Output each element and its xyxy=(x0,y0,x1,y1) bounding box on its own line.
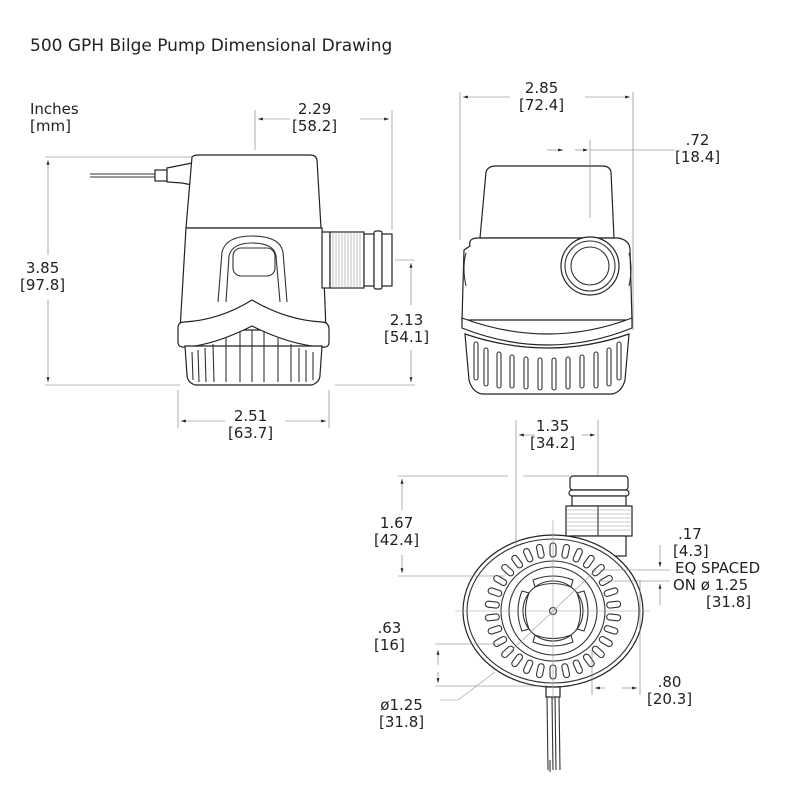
dim-base-width: 2.51 [63.7] xyxy=(228,407,274,442)
dim-outlet-height: 2.13 [54.1] xyxy=(384,311,430,346)
strainer-slots xyxy=(191,330,314,383)
outlet-port xyxy=(560,236,620,296)
strainer-band xyxy=(177,299,330,348)
front-motor-cap xyxy=(479,165,615,239)
front-view xyxy=(459,92,675,395)
bottom-view xyxy=(398,420,670,772)
dim-outlet-projection: 1.67 [42.4] xyxy=(374,514,420,549)
dim-bolt-circle: ø1.25 [31.8] xyxy=(379,696,425,731)
front-strainer xyxy=(464,333,630,395)
dim-outlet-center-offset: 1.35 [34.2] xyxy=(530,417,576,452)
dim-outlet-offset: .72 [18.4] xyxy=(675,131,721,166)
dim-outlet-length: 2.29 [58.2] xyxy=(292,100,338,135)
front-band xyxy=(461,317,633,346)
motor-cap xyxy=(185,154,322,229)
dim-mount-hole: .17 [4.3] EQ SPACED ON ø 1.25 [31.8] xyxy=(673,525,761,611)
dim-edge-offset: .80 [20.3] xyxy=(647,673,693,708)
front-strainer-slots xyxy=(473,341,622,391)
dim-overall-width: 2.85 [72.4] xyxy=(519,79,565,114)
handle-opening xyxy=(232,247,276,277)
units-secondary: [mm] xyxy=(30,117,71,135)
carry-handle xyxy=(217,235,288,303)
radial-slots xyxy=(484,542,622,680)
units-primary: Inches xyxy=(30,100,79,118)
power-wire xyxy=(90,162,193,186)
dim-base-offset: .63 [16] xyxy=(374,619,405,654)
strainer-base xyxy=(184,345,323,386)
units-legend: Inches [mm] xyxy=(30,101,79,135)
side-view xyxy=(45,110,415,428)
drawing-title: 500 GPH Bilge Pump Dimensional Drawing xyxy=(30,36,393,56)
outlet-fitting xyxy=(321,230,393,290)
dim-overall-height: 3.85 [97.8] xyxy=(20,259,66,294)
